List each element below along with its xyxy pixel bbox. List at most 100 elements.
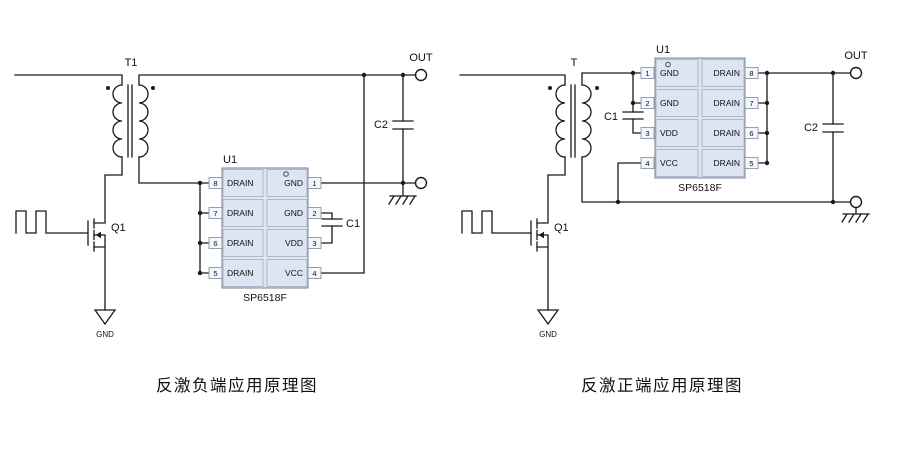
mosfet-label: Q1 [111, 222, 126, 234]
pin-number: 3 [645, 129, 649, 138]
pin-number-box [744, 157, 759, 169]
ic-part-label: SP6518F [678, 182, 722, 194]
out-terminal [849, 66, 863, 80]
junction-dot [764, 130, 770, 136]
pin-number-box [307, 177, 322, 189]
primary-winding [112, 84, 123, 158]
pulse-source-waveform [15, 210, 89, 234]
junction-dot [197, 180, 203, 186]
transformer-label: T1 [125, 57, 138, 69]
pin-number: 5 [749, 159, 753, 168]
pin-number-box [640, 97, 655, 109]
vcc-wire [617, 162, 642, 203]
pin-number: 8 [213, 179, 217, 188]
pin1-indicator-icon [283, 171, 289, 177]
c2-label: C2 [804, 122, 818, 134]
out-label: OUT [844, 50, 868, 62]
gnd-bus [632, 72, 642, 104]
c1-leads [320, 212, 333, 244]
mosfet-body-source [93, 234, 106, 311]
pin-number-box [640, 67, 655, 79]
phase-dot [151, 86, 155, 90]
junction-dot [630, 70, 636, 76]
left-caption: 反激负端应用原理图 [156, 376, 318, 395]
pin1-indicator-icon [665, 61, 671, 68]
pin-number: 7 [749, 99, 753, 108]
junction-dot [830, 70, 836, 76]
pin-cell [266, 229, 308, 257]
mosfet-label: Q1 [554, 222, 569, 234]
pin-cell [655, 149, 699, 177]
out-terminal [414, 68, 428, 82]
out-label: OUT [409, 52, 433, 64]
pin-number: 1 [645, 69, 649, 78]
pin-name: VCC [660, 158, 678, 168]
pin-number-box [640, 127, 655, 139]
ic-body [221, 167, 309, 289]
pin-number-box [307, 207, 322, 219]
junction-dot [197, 240, 203, 246]
c2-label: C2 [374, 119, 388, 131]
c1-leads [632, 102, 642, 134]
wire-secondary-top [581, 72, 634, 86]
c1-capacitor [321, 218, 343, 227]
pin-cell [701, 149, 745, 177]
pin-name: GND [660, 68, 679, 78]
pin-name: VDD [285, 238, 303, 248]
earth-ground-icon [841, 206, 870, 223]
ic-ref-label: U1 [223, 154, 237, 166]
pin-number: 2 [312, 209, 316, 218]
pin-number: 3 [312, 239, 316, 248]
wire-primary-top [14, 74, 123, 86]
junction-dot [400, 72, 406, 78]
wire-out-rail [138, 74, 417, 86]
pin-number-box [208, 237, 223, 249]
pin-cell [222, 259, 264, 287]
pin-cell [222, 199, 264, 227]
ic-ref-label: U1 [656, 44, 670, 56]
wire-secondary-bottom [138, 156, 201, 184]
pin-number: 4 [645, 159, 649, 168]
pin-cell [266, 199, 308, 227]
pin-name: GND [284, 178, 303, 188]
drain-bus [199, 182, 210, 274]
pin-name: DRAIN [227, 178, 253, 188]
transformer-core [570, 84, 576, 158]
mosfet-arrow [95, 231, 101, 239]
pin-name: GND [284, 208, 303, 218]
ic-body [654, 57, 746, 179]
return-terminal [849, 195, 863, 209]
pin-cell [266, 259, 308, 287]
pin-name: DRAIN [714, 98, 740, 108]
gnd-label: GND [539, 330, 557, 339]
pulse-source-waveform [461, 210, 532, 234]
drain-bus [757, 72, 768, 164]
pin-number: 6 [213, 239, 217, 248]
ic-u1: 1 2 3 4 8 7 6 5 GND GND VDD VCC DRAIN DR… [640, 44, 759, 194]
pin-number: 5 [213, 269, 217, 278]
c1-label: C1 [604, 111, 618, 123]
pin-number-box [208, 267, 223, 279]
pin-number: 6 [749, 129, 753, 138]
pin-number: 2 [645, 99, 649, 108]
c1-label: C1 [346, 218, 360, 230]
gnd-label: GND [96, 330, 114, 339]
junction-dot [830, 199, 836, 205]
ic-u1: 8 7 6 5 1 2 3 4 DRAIN DRAIN DRAIN DRAIN … [208, 154, 322, 304]
pin-cell [655, 119, 699, 147]
junction-dot [764, 160, 770, 166]
c2-capacitor [822, 123, 844, 133]
secondary-winding [138, 84, 149, 158]
primary-winding [555, 84, 566, 158]
pin-number-box [744, 127, 759, 139]
phase-dot [106, 86, 110, 90]
wire-primary-top [459, 74, 566, 86]
pin-cell [701, 59, 745, 87]
c1-capacitor [622, 111, 644, 120]
pin-cell [655, 89, 699, 117]
transformer-label: T [571, 57, 578, 69]
gnd-triangle-icon [536, 309, 560, 326]
ic-part-label: SP6518F [243, 292, 287, 304]
